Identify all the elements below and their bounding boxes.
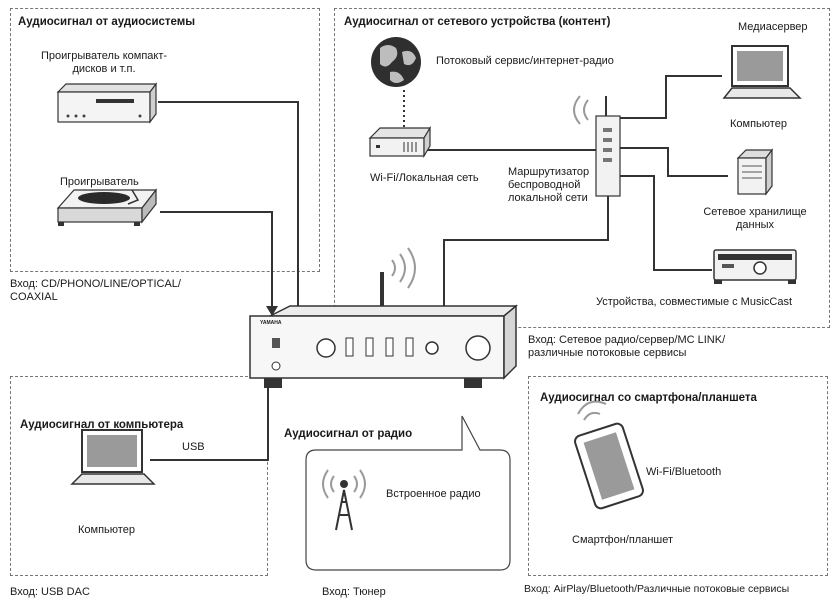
smartphone-group bbox=[528, 376, 828, 576]
computer-group bbox=[10, 376, 268, 576]
laptop-icon-pc bbox=[70, 429, 156, 485]
streaming-label: Потоковый сервис/интернет-радио bbox=[436, 55, 614, 67]
radio-tower-icon bbox=[322, 469, 366, 531]
globe-icon bbox=[371, 37, 421, 87]
router-to-nas-cable bbox=[620, 147, 728, 177]
audio-system-title: Аудиосигнал от аудиосистемы bbox=[18, 16, 196, 28]
musiccast-label: Устройства, совместимые с MusicCast bbox=[596, 296, 793, 308]
smartphone-label: Смартфон/планшет bbox=[572, 534, 674, 546]
usb-label: USB bbox=[182, 441, 205, 453]
pc-computer-label: Компьютер bbox=[78, 524, 135, 536]
nas-label: Сетевое хранилище данных bbox=[703, 206, 807, 231]
media-server-label: Медиасервер bbox=[738, 21, 808, 33]
router-label: Маршрутизатор беспроводной локальной сет… bbox=[508, 166, 590, 204]
cd-player-label: Проигрыватель компакт-дисков и т.п. bbox=[40, 50, 168, 75]
pc-title: Аудиосигнал от компьютера bbox=[20, 419, 184, 431]
router-to-amp-cable bbox=[443, 196, 609, 306]
router-icon bbox=[573, 95, 621, 197]
amplifier-icon bbox=[249, 247, 519, 388]
network-input: Вход: Сетевое радио/сервер/MC LINK/ разл… bbox=[528, 334, 726, 359]
router-to-pc-cable bbox=[620, 75, 722, 119]
turntable-icon bbox=[56, 188, 158, 226]
smartphone-input: Вход: AirPlay/Bluetooth/Различные потоко… bbox=[524, 583, 790, 595]
router-to-musiccast-cable bbox=[620, 175, 712, 271]
amplifier-brand: YAMAHA bbox=[260, 320, 282, 326]
audio-system-input: Вход: CD/PHONO/LINE/OPTICAL/ COAXIAL bbox=[10, 278, 181, 303]
cables bbox=[150, 75, 728, 461]
radio-title: Аудиосигнал от радио bbox=[284, 428, 413, 440]
cd-player-icon bbox=[56, 82, 158, 124]
network-group bbox=[334, 8, 830, 328]
nas-icon bbox=[736, 148, 774, 196]
laptop-icon-network bbox=[722, 45, 802, 99]
turntable-label: Проигрыватель bbox=[60, 176, 139, 188]
radio-input: Вход: Тюнер bbox=[322, 586, 386, 598]
musiccast-device-icon bbox=[713, 249, 797, 284]
usb-cable bbox=[150, 368, 269, 461]
turntable-cable bbox=[160, 211, 273, 306]
builtin-radio-label: Встроенное радио bbox=[386, 488, 481, 500]
radio-bubble bbox=[305, 415, 511, 571]
pc-input: Вход: USB DAC bbox=[10, 586, 90, 598]
smartphone-icon bbox=[574, 400, 644, 510]
wireless-label: Wi-Fi/Bluetooth bbox=[646, 466, 722, 478]
audio-system-group bbox=[10, 8, 320, 272]
cd-cable bbox=[158, 101, 299, 306]
network-title: Аудиосигнал от сетевого устройства (конт… bbox=[344, 16, 611, 28]
network-computer-label: Компьютер bbox=[730, 118, 787, 130]
modem-label: Wi-Fi/Локальная сеть bbox=[370, 172, 479, 184]
smartphone-title: Аудиосигнал со смартфона/планшета bbox=[540, 392, 757, 404]
modem-icon bbox=[368, 125, 432, 159]
